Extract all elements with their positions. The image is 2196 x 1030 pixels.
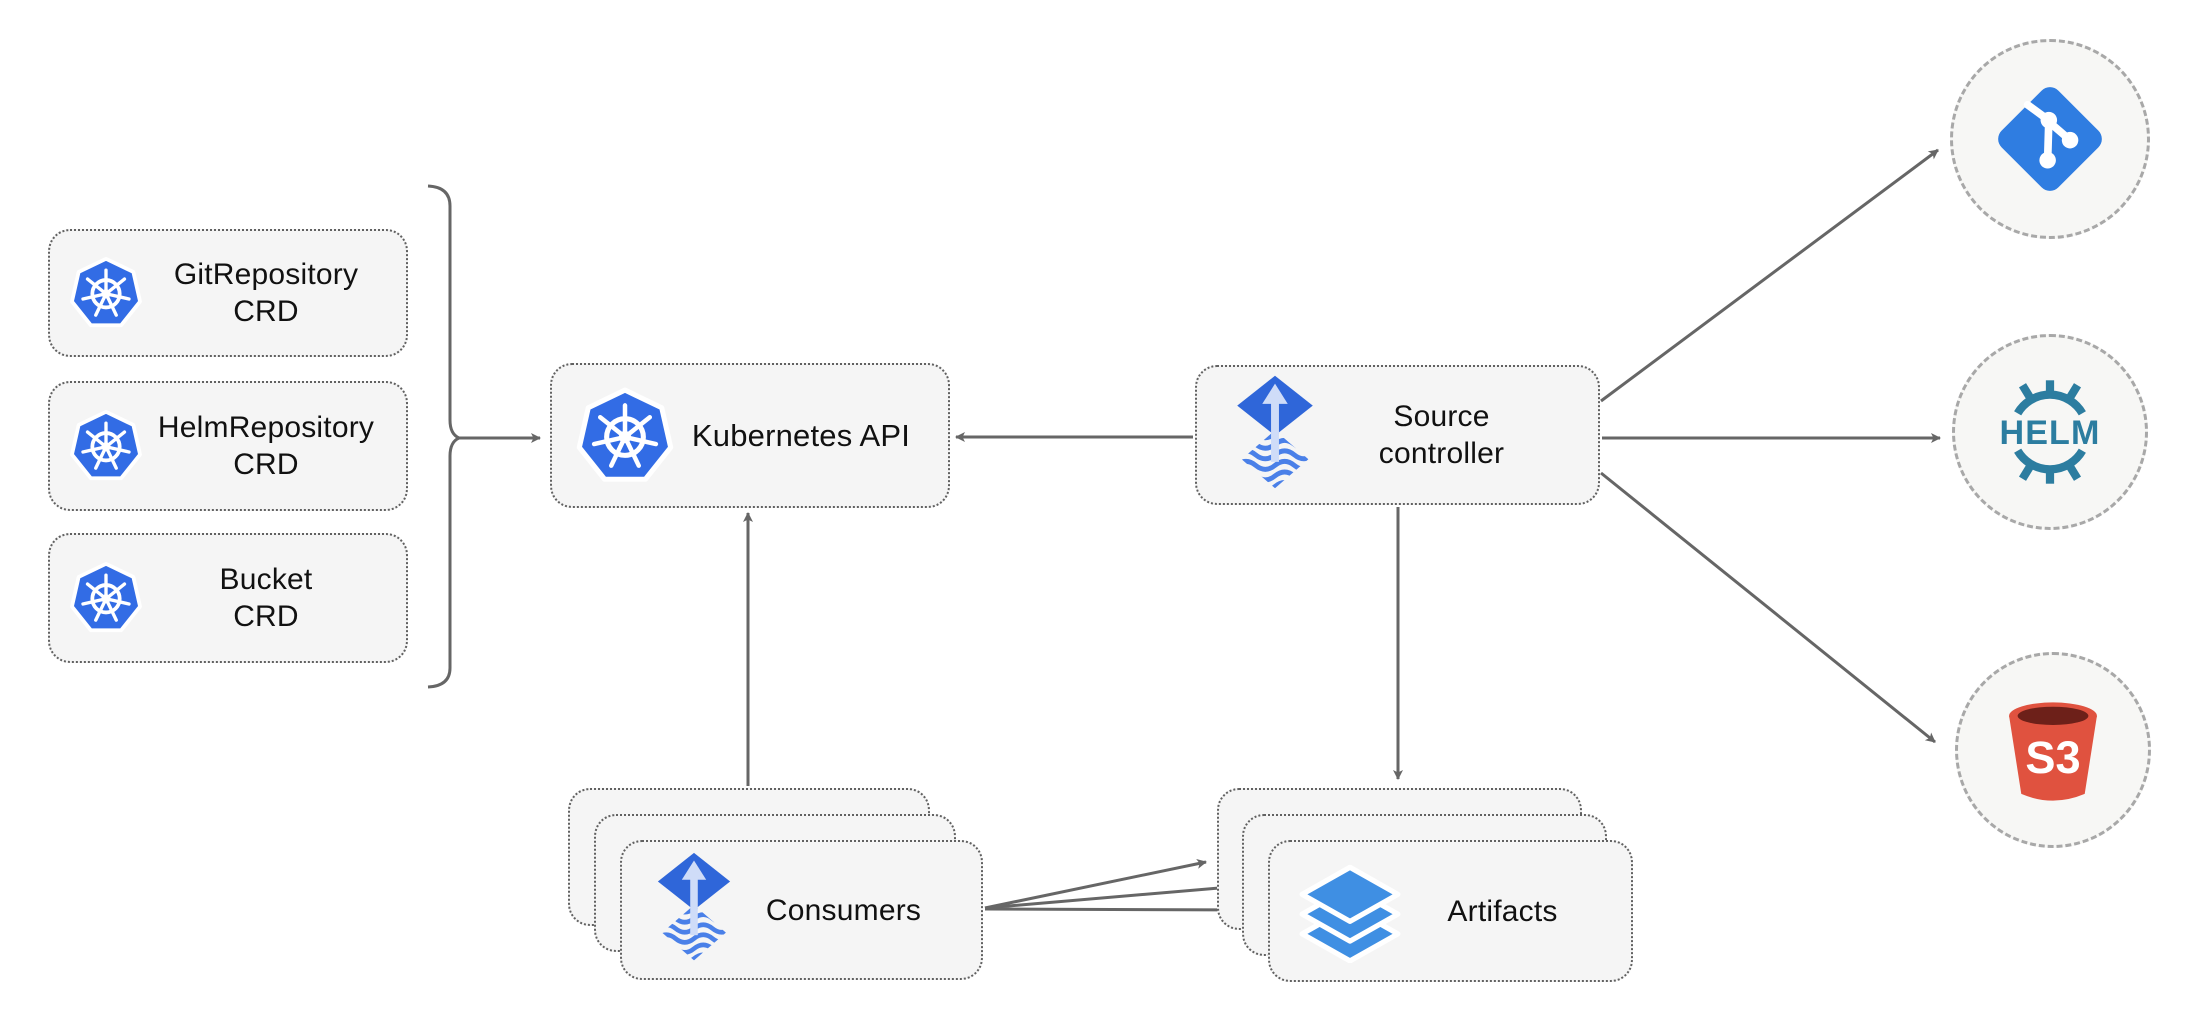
crd-suffix: CRD [233, 295, 299, 328]
node-kubernetes-api: Kubernetes API [550, 363, 950, 508]
s3-wordmark: S3 [2025, 732, 2080, 783]
source-controller-line1: Source [1393, 400, 1490, 433]
helm-icon: HELM [2000, 380, 2101, 484]
s3-circle: S3 [1955, 652, 2151, 848]
s3-bucket-icon: S3 [2009, 702, 2097, 801]
crd-name: Bucket [219, 563, 313, 596]
git-icon [1998, 87, 2102, 191]
kubernetes-icon [70, 561, 142, 633]
node-label: Source controller [1319, 398, 1564, 472]
node-helmrepository-crd: HelmRepository CRD [48, 381, 408, 511]
node-bucket-crd: Bucket CRD [48, 533, 408, 663]
edge-consumers-to-artifacts-2 [984, 882, 1232, 910]
node-label: GitRepository CRD [144, 256, 388, 330]
node-label: Kubernetes API [691, 418, 911, 453]
node-label: Consumers [765, 893, 922, 927]
node-label: Bucket CRD [144, 561, 388, 635]
edge-source-to-git [1600, 148, 1939, 403]
node-label: Artifacts [1447, 894, 1558, 928]
node-label: HelmRepository CRD [144, 409, 388, 483]
source-controller-line2: controller [1378, 437, 1505, 470]
crd-name: GitRepository [173, 258, 359, 291]
helm-circle: HELM [1952, 334, 2148, 530]
flux-icon [652, 851, 736, 969]
crd-suffix: CRD [233, 448, 299, 481]
edge-consumers-to-artifacts-3 [984, 904, 1258, 915]
edge-source-to-s3 [1600, 471, 1936, 744]
crd-name: HelmRepository [157, 411, 375, 444]
crd-suffix: CRD [233, 600, 299, 633]
node-source-controller: Source controller [1195, 365, 1600, 505]
kubernetes-icon [574, 385, 676, 487]
flux-icon [1231, 374, 1319, 497]
edge-consumers-to-artifacts-1 [984, 858, 1207, 910]
helm-wordmark: HELM [2000, 414, 2101, 452]
node-artifacts: Artifacts [1268, 840, 1633, 982]
kubernetes-icon [70, 409, 142, 481]
crd-group-bracket [427, 184, 463, 689]
node-gitrepository-crd: GitRepository CRD [48, 229, 408, 357]
node-consumers: Consumers [620, 840, 983, 980]
kubernetes-icon [70, 256, 142, 328]
layers-icon [1298, 859, 1402, 963]
git-circle [1950, 39, 2150, 239]
